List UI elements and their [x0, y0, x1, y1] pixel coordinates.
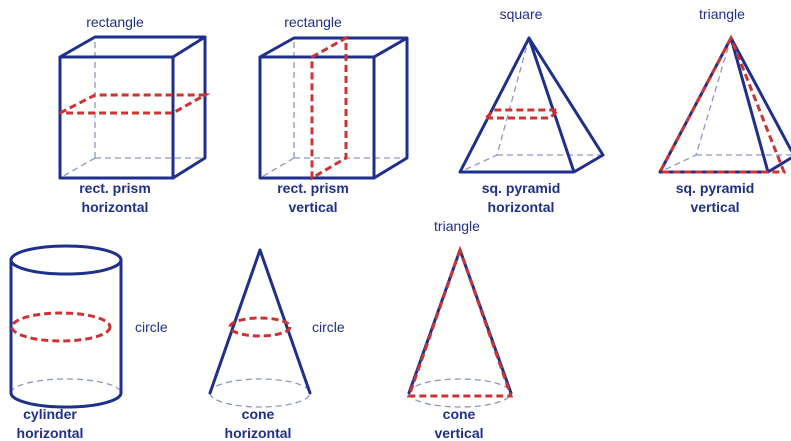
cone-horizontal-figure: circle cone horizontal — [208, 248, 345, 441]
rect-prism-horizontal-figure: rectangle rect. prism horizontal — [58, 14, 211, 215]
cross-section-circle — [10, 311, 112, 343]
section-label-circle: circle — [312, 319, 345, 335]
pyramid-hidden-edges — [659, 37, 791, 173]
prism-hidden-edges — [59, 40, 205, 179]
cut-direction: horizontal — [82, 199, 149, 215]
section-label-square: square — [500, 6, 543, 22]
prism-hidden-edges — [259, 38, 407, 179]
cone-hidden-base-arc — [209, 378, 311, 394]
cut-direction: vertical — [288, 199, 337, 215]
cylinder-hidden-base-arc — [10, 378, 122, 394]
section-label-rectangle: rectangle — [86, 14, 144, 30]
sq-pyramid-horizontal-figure: square sq. pyramid horizontal — [458, 6, 605, 215]
cross-section-rectangle — [59, 93, 211, 115]
cylinder-base-front — [9, 391, 123, 409]
pyramid-hidden-edges — [459, 37, 603, 173]
cut-direction: vertical — [434, 425, 483, 441]
pyramid-visible-edges — [458, 36, 605, 174]
solid-name: sq. pyramid — [676, 180, 755, 196]
cut-direction: horizontal — [488, 199, 555, 215]
cone-hidden-base-arc — [408, 378, 512, 394]
section-label-circle: circle — [135, 319, 168, 335]
cone-vertical-figure: triangle cone vertical — [406, 218, 514, 441]
cross-section-triangle — [657, 34, 787, 174]
cone-sides — [407, 248, 513, 395]
solid-name: cone — [443, 406, 476, 422]
solid-name: cylinder — [23, 406, 77, 422]
rect-prism-vertical-figure: rectangle rect. prism vertical — [258, 14, 409, 215]
cross-section-triangle — [406, 245, 514, 398]
prism-front-face — [58, 55, 175, 180]
cone-base-front — [408, 392, 512, 408]
cut-direction: vertical — [690, 199, 739, 215]
solid-name: sq. pyramid — [482, 180, 561, 196]
section-label-rectangle: rectangle — [284, 14, 342, 30]
cylinder-sides — [9, 258, 123, 395]
cone-sides — [208, 248, 312, 395]
prism-top-side-edges — [58, 35, 207, 180]
cross-section-rectangle — [310, 35, 348, 181]
cut-direction: horizontal — [225, 425, 292, 441]
sq-pyramid-vertical-figure: triangle sq. pyramid vertical — [657, 6, 791, 215]
cross-section-square — [482, 108, 562, 120]
section-label-triangle: triangle — [434, 218, 480, 234]
cone-base-front — [209, 392, 311, 408]
solid-name: rect. prism — [277, 180, 349, 196]
cylinder-top — [9, 244, 123, 276]
section-label-triangle: triangle — [699, 6, 745, 22]
solid-name: rect. prism — [79, 180, 151, 196]
cylinder-horizontal-figure: circle cylinder horizontal — [9, 244, 168, 441]
cross-section-circle — [228, 316, 292, 338]
prism-top-side-edges — [258, 36, 409, 180]
prism-front-face — [258, 55, 376, 180]
cut-direction: horizontal — [17, 425, 84, 441]
solid-name: cone — [242, 406, 275, 422]
